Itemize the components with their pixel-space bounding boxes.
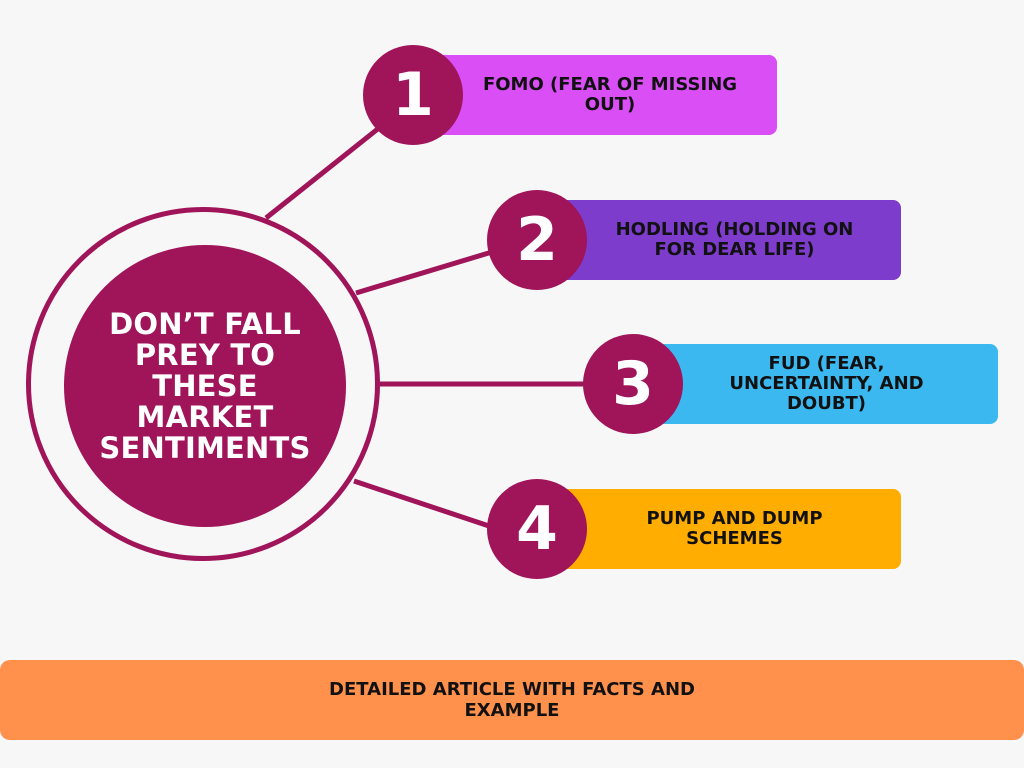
hub-circle: DON’T FALL PREY TO THESE MARKET SENTIMEN… [64,245,346,527]
item-hodling: HODLING (HOLDING ON FOR DEAR LIFE) [548,200,901,280]
number-badge-3: 3 [583,334,683,434]
number-badge-2: 2 [487,190,587,290]
connector-line-2 [355,249,493,296]
article-link-banner[interactable]: DETAILED ARTICLE WITH FACTS AND EXAMPLE [0,660,1024,740]
item-pump-and-dump: PUMP AND DUMP SCHEMES [548,489,901,569]
article-link-label: DETAILED ARTICLE WITH FACTS AND EXAMPLE [329,679,695,721]
item-fud: FUD (FEAR, UNCERTAINTY, AND DOUBT) [645,344,998,424]
number-3: 3 [612,349,654,419]
number-4: 4 [516,494,558,564]
item-label-4: PUMP AND DUMP SCHEMES [646,508,823,549]
connector-line-1 [264,122,386,220]
number-badge-1: 1 [363,45,463,145]
number-badge-4: 4 [487,479,587,579]
item-label-2: HODLING (HOLDING ON FOR DEAR LIFE) [615,219,854,260]
number-1: 1 [392,60,434,130]
hub-title: DON’T FALL PREY TO THESE MARKET SENTIMEN… [99,306,311,465]
number-2: 2 [516,205,558,275]
item-label-1: FOMO (FEAR OF MISSING OUT) [482,74,738,115]
item-label-3: FUD (FEAR, UNCERTAINTY, AND DOUBT) [729,353,924,414]
item-fomo: FOMO (FEAR OF MISSING OUT) [425,55,777,135]
connector-line-4 [353,478,493,530]
